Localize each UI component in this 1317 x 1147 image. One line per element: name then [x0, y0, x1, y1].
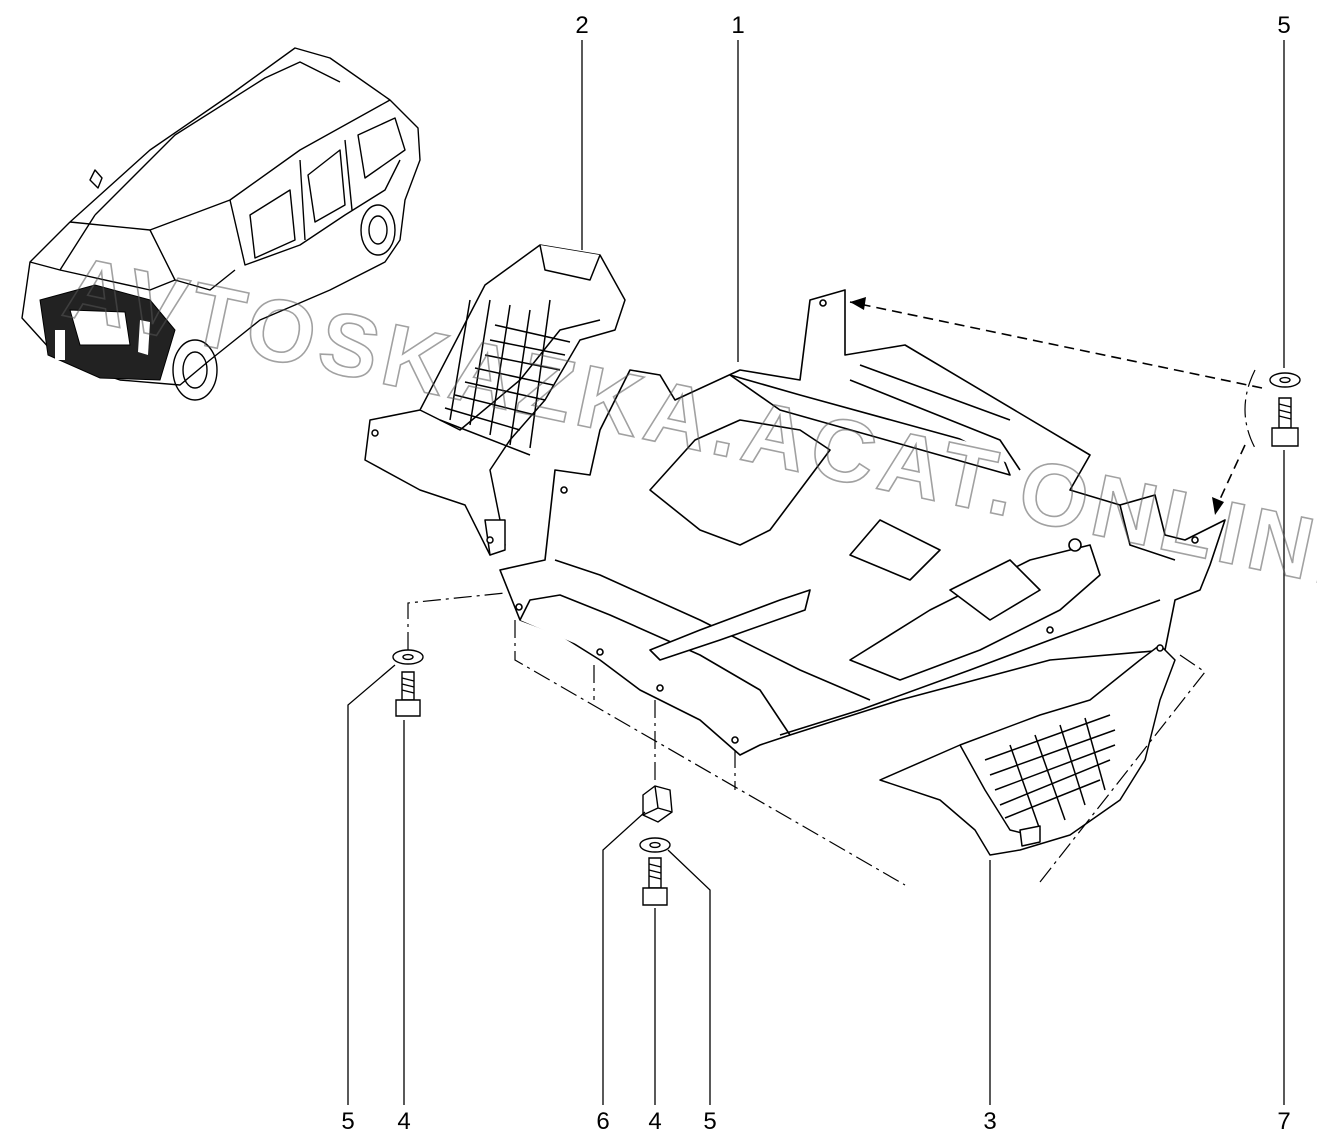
callout-3: 3 — [983, 1108, 997, 1135]
left-side-shield — [364, 244, 626, 556]
callout-1: 1 — [731, 12, 745, 39]
callout-5-bottom-left: 5 — [341, 1108, 355, 1135]
highlighted-undertray-on-vehicle — [39, 284, 176, 381]
screw-center — [642, 857, 668, 906]
bolt-right — [1271, 397, 1299, 447]
washer-left — [392, 649, 424, 665]
assembly-lines — [407, 369, 1256, 886]
callout-6: 6 — [596, 1108, 610, 1135]
washer-center — [639, 837, 671, 853]
clip-nut — [642, 785, 673, 823]
callout-4-center: 4 — [648, 1108, 662, 1135]
leader-lines — [347, 40, 1285, 1105]
callout-2: 2 — [575, 12, 589, 39]
callout-4-left: 4 — [397, 1108, 411, 1135]
vehicle-locator-illustration — [21, 47, 421, 401]
callout-7: 7 — [1277, 1108, 1291, 1135]
right-side-shield — [879, 644, 1176, 856]
engine-undertray — [499, 289, 1226, 756]
screw-left — [395, 671, 421, 717]
fastener-arrows — [849, 297, 1263, 515]
washer-right — [1269, 372, 1301, 388]
callout-5-bottom-center: 5 — [703, 1108, 717, 1135]
callout-5-top: 5 — [1277, 12, 1291, 39]
